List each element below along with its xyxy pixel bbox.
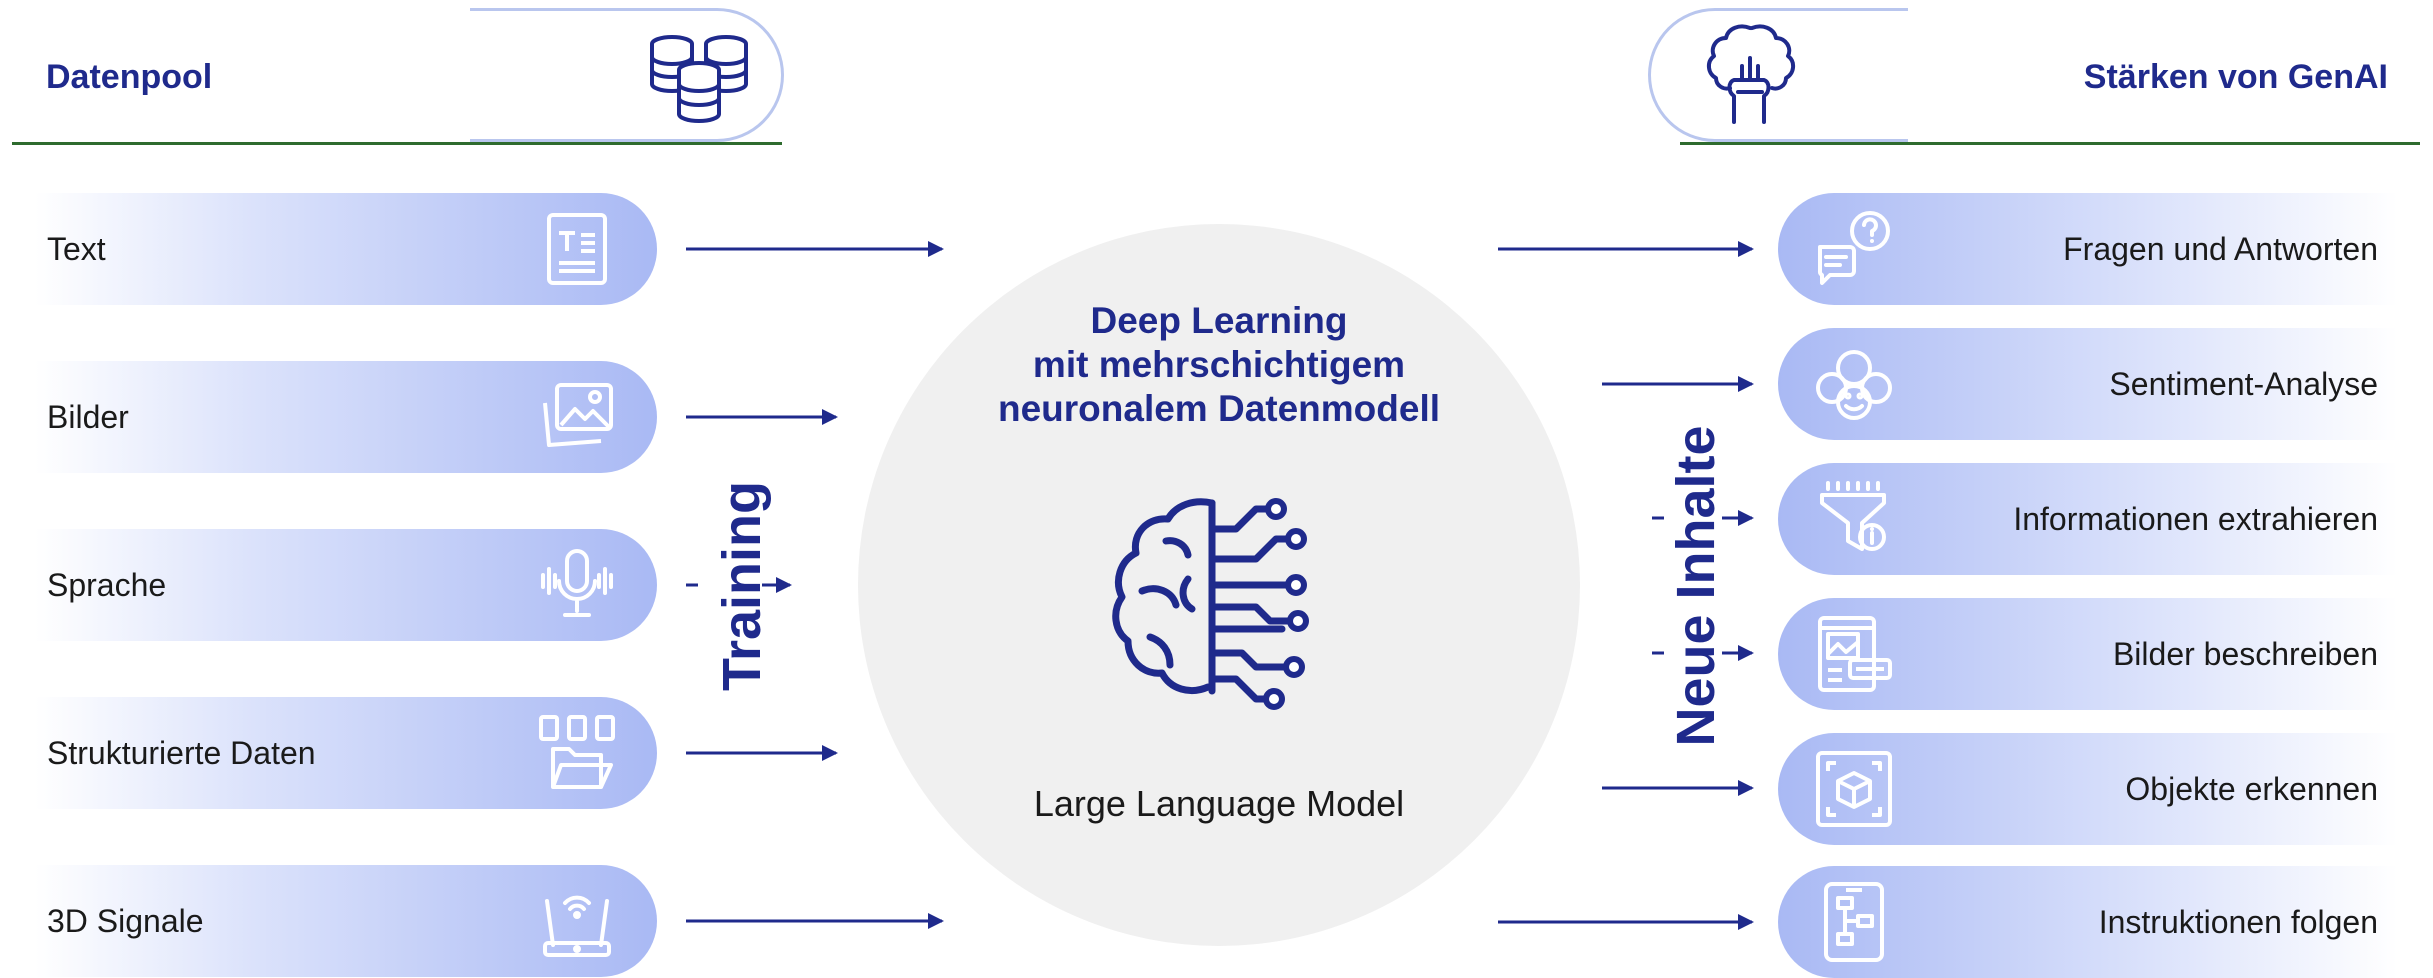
- database-icon: [650, 35, 748, 123]
- output-pill-sentiment: Sentiment-Analyse: [1778, 328, 2398, 440]
- input-label: Strukturierte Daten: [47, 735, 316, 771]
- output-pill-bilder-beschreiben: Bilder beschreiben: [1778, 598, 2398, 710]
- output-pill-fragen: Fragen und Antworten: [1778, 193, 2398, 305]
- brain-fist-icon: [1707, 24, 1795, 124]
- center-heading-line1: Deep Learning: [1090, 300, 1348, 341]
- flowchart-device-icon: [1824, 882, 1884, 962]
- filter-info-icon: [1820, 481, 1886, 551]
- output-label: Objekte erkennen: [2125, 771, 2378, 807]
- left-header-line: [12, 142, 782, 145]
- right-header-title: Stärken von GenAI: [2083, 58, 2388, 96]
- emoji-faces-icon: [1816, 350, 1892, 420]
- output-pill-informationen: Informationen extrahieren: [1778, 463, 2398, 575]
- object-detect-icon: [1816, 751, 1892, 827]
- output-pill-objekte: Objekte erkennen: [1778, 733, 2398, 845]
- folder-files-icon: [539, 715, 615, 789]
- input-label: Bilder: [47, 399, 129, 435]
- output-pill-instruktionen: Instruktionen folgen: [1778, 866, 2398, 978]
- input-pill-strukturierte-daten: Strukturierte Daten: [35, 697, 657, 809]
- image-caption-icon: [1818, 616, 1892, 692]
- microphone-icon: [541, 549, 613, 617]
- center-heading-line2: mit mehrschichtigem: [1032, 344, 1406, 385]
- input-pill-text: Text: [35, 193, 657, 305]
- input-pill-3d-signale: 3D Signale: [35, 865, 657, 977]
- output-label: Sentiment-Analyse: [2109, 366, 2378, 402]
- question-chat-icon: [1817, 211, 1890, 285]
- right-header-pill: [1648, 8, 1908, 142]
- output-label: Instruktionen folgen: [2098, 904, 2378, 940]
- images-icon: [543, 383, 613, 447]
- right-header-line: [1680, 142, 2420, 145]
- output-label: Informationen extrahieren: [2013, 501, 2378, 537]
- text-document-icon: [547, 213, 607, 285]
- brain-circuit-icon: [1112, 498, 1309, 710]
- center-heading-line3: neuronalem Datenmodell: [997, 388, 1441, 429]
- wifi-router-icon: [543, 895, 611, 957]
- center-caption: Large Language Model: [1033, 783, 1405, 824]
- output-label: Fragen und Antworten: [2063, 231, 2378, 267]
- input-pill-bilder: Bilder: [35, 361, 657, 473]
- output-label: Bilder beschreiben: [2112, 636, 2378, 672]
- input-label: Sprache: [47, 567, 167, 603]
- input-label: 3D Signale: [47, 903, 204, 939]
- input-pill-sprache: Sprache: [35, 529, 657, 641]
- input-label: Text: [47, 231, 106, 267]
- left-header-title: Datenpool: [46, 58, 213, 96]
